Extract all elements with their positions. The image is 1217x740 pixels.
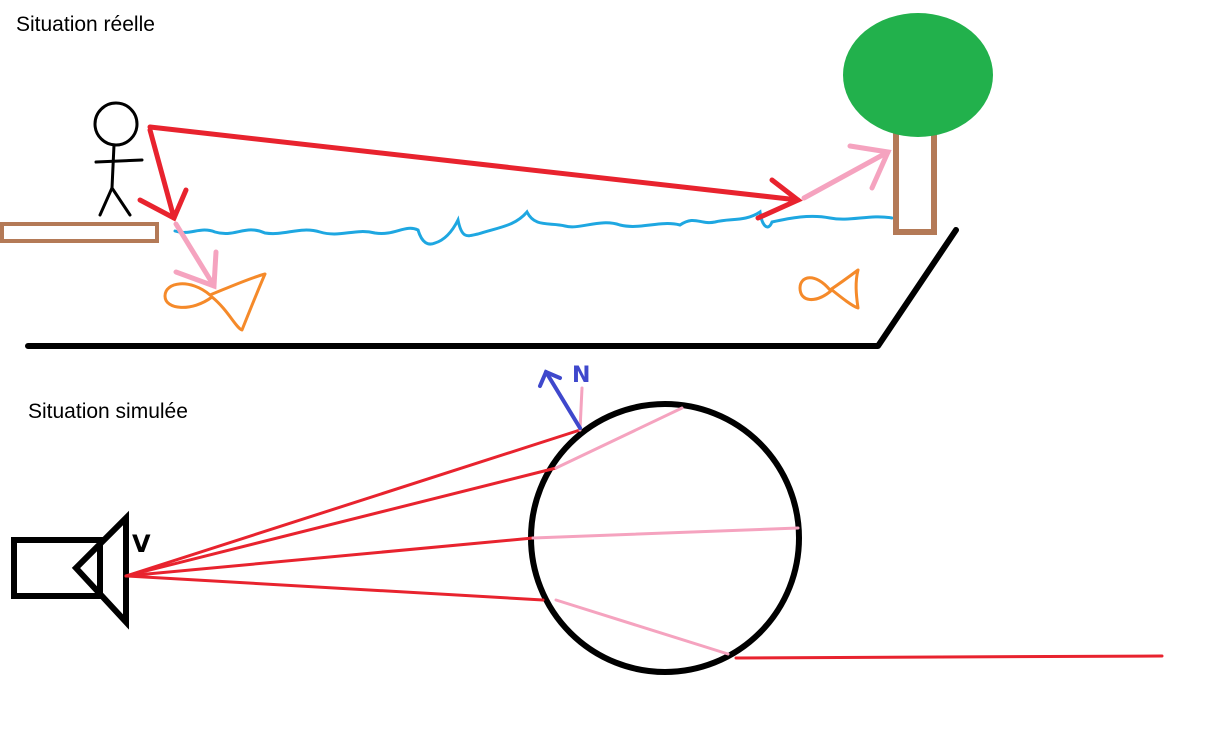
ray-to-water: [137, 127, 189, 222]
fish-right: [798, 268, 860, 310]
camera-icon: [11, 510, 129, 630]
ray-to-tree: [147, 124, 803, 221]
reflected-ray-tree: [801, 143, 892, 201]
normal-label: N: [572, 363, 590, 388]
normal-vector: [538, 369, 582, 430]
exit-ray: [734, 654, 1164, 660]
tree-trunk: [893, 127, 937, 235]
dock-plank: [0, 222, 159, 243]
water-surface: [173, 209, 894, 246]
real-scene: [0, 13, 993, 349]
tree-foliage: [843, 13, 993, 137]
tree: [843, 13, 993, 235]
pool-outline: [25, 227, 959, 349]
refracted-rays-sphere: [531, 386, 800, 656]
refracted-ray-fish: [173, 221, 219, 290]
person-figure: [93, 101, 144, 217]
caption-real-situation: Situation réelle: [16, 13, 155, 36]
camera-rays: [124, 428, 582, 602]
caption-simulated-situation: Situation simulée: [28, 400, 188, 423]
simulated-scene: N V: [11, 363, 1164, 675]
fish-left: [163, 272, 267, 332]
viewer-label: V: [132, 530, 151, 558]
